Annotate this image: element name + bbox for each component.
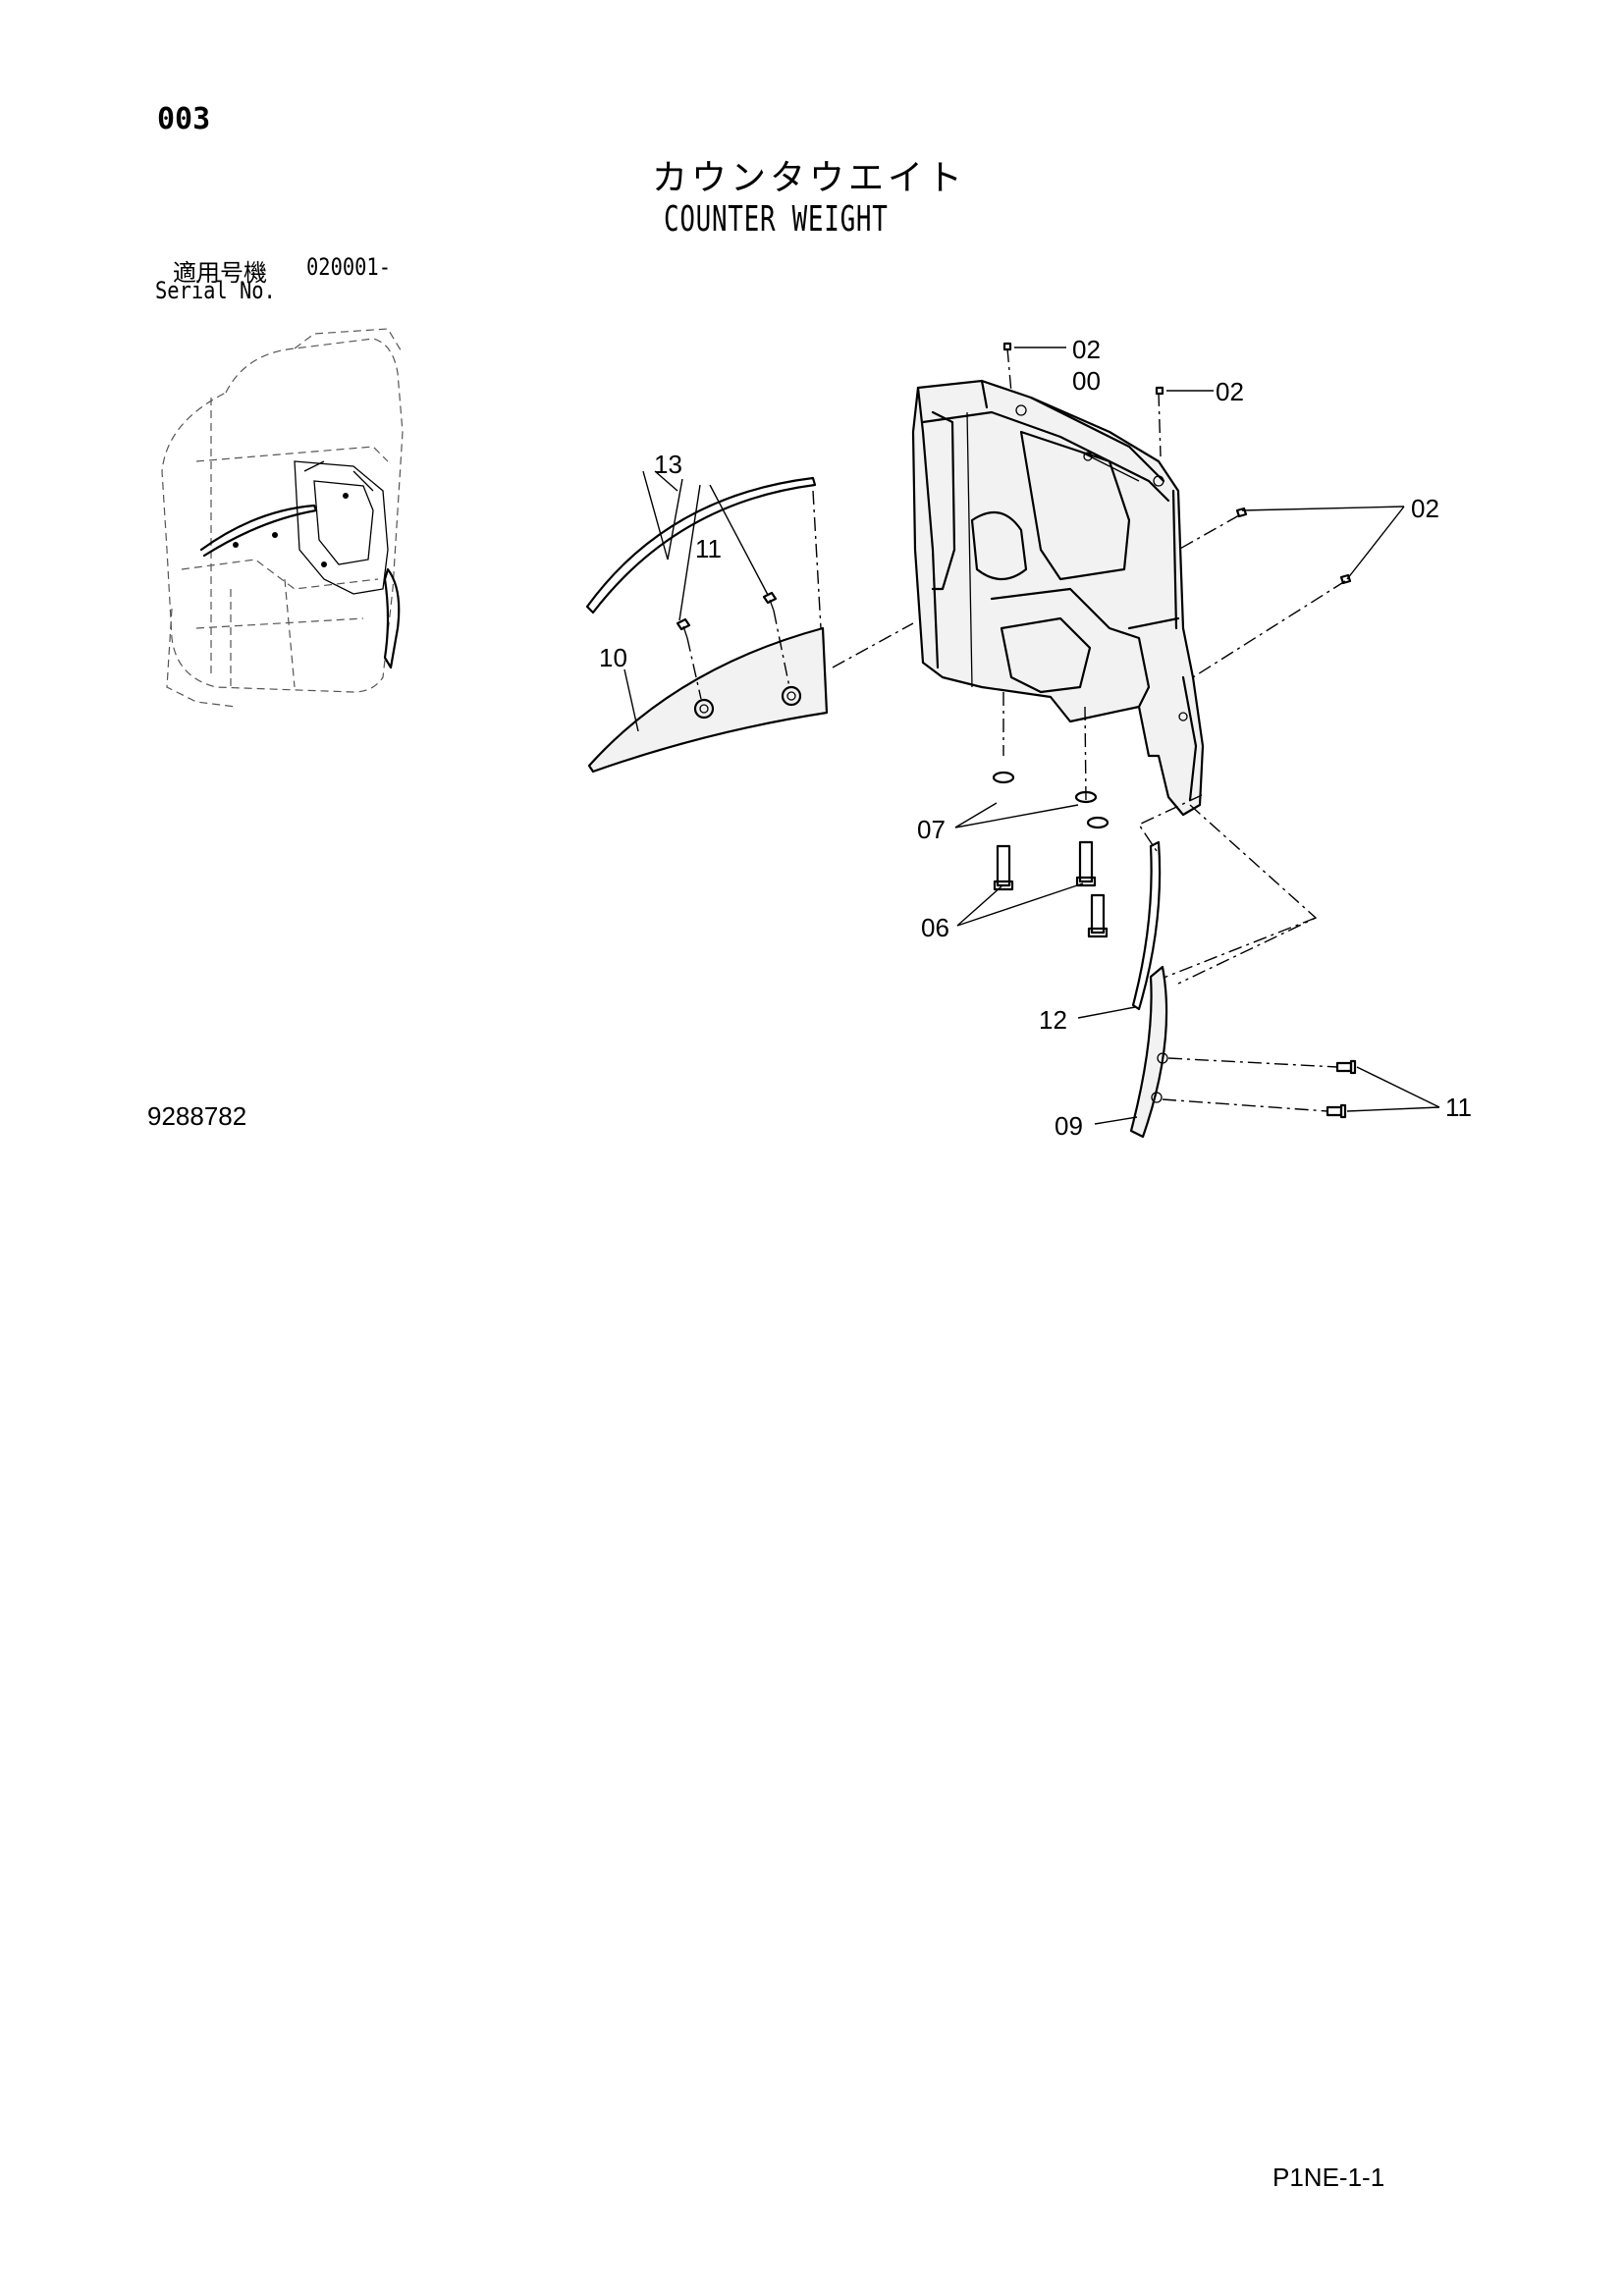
part-11-bolts-upper: [676, 591, 790, 700]
callout-00: 00: [1072, 366, 1101, 396]
title-japanese: カウンタウエイト: [652, 158, 967, 198]
alignment-line: [812, 490, 822, 629]
callout-10: 10: [599, 643, 627, 672]
sheet-code: P1NE-1-1: [1272, 2163, 1385, 2192]
callout-12: 12: [1039, 1005, 1067, 1035]
serial-label-english: Serial No.: [155, 277, 276, 304]
page-number: 003: [157, 102, 211, 136]
part-07-washers: [992, 771, 1110, 829]
machine-overview-illustration: [161, 328, 404, 708]
part-06-bolts: [993, 840, 1109, 938]
callout-13: 13: [654, 450, 682, 479]
callout-11-right: 11: [1445, 1093, 1472, 1122]
part-10-side-guard-plate: [587, 626, 829, 774]
title-english: COUNTER WEIGHT: [664, 199, 889, 240]
part-12-trim-strip: [1131, 840, 1162, 1011]
callout-labels: 02 00 02 02 13 11 10 07 06 12 09 11: [599, 335, 1472, 1141]
fastener-alignment-lines: [1002, 347, 1346, 985]
serial-label-japanese: 適用号機: [173, 259, 267, 287]
callout-06: 06: [921, 913, 949, 942]
part-09-rear-guard: [1129, 965, 1168, 1139]
part-02-bolts: [1002, 342, 1352, 585]
drawing-number: 9288782: [147, 1101, 247, 1131]
callout-02-side: 02: [1411, 494, 1439, 523]
part-13-upper-trim-strip: [585, 476, 817, 614]
part-11-bolts-right: [1162, 1057, 1357, 1119]
callout-11-upper: 11: [695, 534, 722, 563]
callout-leaders: [623, 347, 1440, 1125]
alignment-line: [832, 622, 914, 668]
serial-value: 020001-: [306, 253, 391, 281]
callout-09: 09: [1055, 1111, 1083, 1141]
part-00-counterweight-body: [911, 379, 1205, 817]
callout-07: 07: [917, 815, 946, 844]
callout-02-top: 02: [1072, 335, 1101, 364]
callout-02-right: 02: [1216, 377, 1244, 406]
